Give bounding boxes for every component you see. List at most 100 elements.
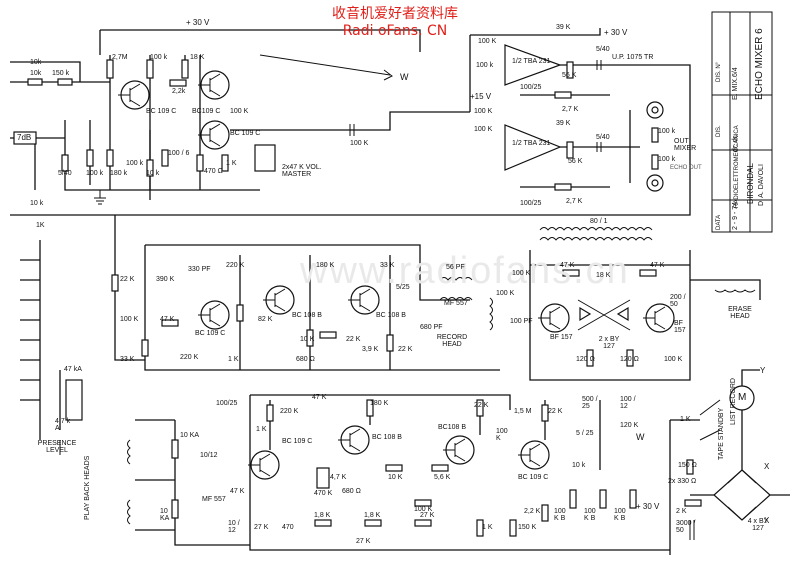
component-label: 1,5 M — [514, 408, 532, 415]
component-label: 100 K — [230, 108, 249, 115]
w-bottom-label: W — [636, 432, 645, 442]
ic1-label: 1/2 TBA 231 — [512, 58, 551, 65]
op-amp-section — [10, 28, 691, 216]
component-label: 100 k — [86, 170, 104, 177]
component-label: 82 K — [258, 316, 273, 323]
transistor-label: BC 109 C — [195, 330, 226, 337]
component-label: 10/12 — [200, 452, 218, 459]
component-label: 120 Ω — [620, 356, 639, 363]
transistor-label: BF 157 — [674, 320, 686, 334]
diode-label: 4 x BY 127 — [747, 518, 769, 532]
component-label: 100 k — [476, 62, 494, 69]
component-label: 390 K — [156, 276, 175, 283]
watermark: 收音机爱好者资料库 Radi oFans. CN — [332, 6, 458, 40]
component-label: 47 K — [160, 316, 175, 323]
watermark-latin: Radi oFans. CN — [342, 23, 448, 39]
component-label: 22 K — [120, 276, 135, 283]
component-label: 100 K B — [614, 508, 626, 522]
vol-master-label: 2x47 K VOL. MASTER — [282, 164, 322, 178]
component-label: 2 K — [676, 508, 687, 515]
component-label: 100 K — [496, 290, 515, 297]
tape-standby-label: TAPE STANDBY — [718, 407, 725, 460]
component-label: 220 K — [180, 354, 199, 361]
component-label: 470 — [282, 524, 294, 531]
dis-label: DIS. — [716, 125, 722, 137]
component-label: 100 K — [350, 140, 369, 147]
component-label: 22 K — [346, 336, 361, 343]
component-label: 2,7 K — [562, 106, 579, 113]
component-label: 4,7 K — [330, 474, 347, 481]
component-label: 150 K — [518, 524, 537, 531]
designer-text: Di A. DAVOLI — [758, 164, 765, 206]
component-label: 3000 / 50 — [676, 520, 696, 534]
component-label: 18 K — [190, 54, 205, 61]
component-label: 680 Ω — [296, 356, 315, 363]
supply-bottom: + 30 V — [636, 502, 660, 511]
component-label: 1 K — [228, 356, 239, 363]
component-label: 56 K — [562, 72, 577, 79]
ghost-watermark: www.radiofans.cn — [300, 250, 630, 292]
supply-top-left: + 30 V — [186, 18, 210, 27]
component-label: 470 K — [314, 490, 333, 497]
component-label: 47 K — [312, 394, 327, 401]
component-label: 1,8 K — [314, 512, 331, 519]
x2-label: X — [764, 516, 770, 525]
component-label: 1,8 K — [364, 512, 381, 519]
component-label: 47 K — [560, 262, 575, 269]
ic2-label: 1/2 TBA 231 — [512, 140, 551, 147]
component-label: 1K — [36, 222, 45, 229]
presence-level-control — [20, 240, 83, 455]
title-text: ECHO MIXER 6 — [754, 28, 765, 100]
component-label: 5 / 25 — [576, 430, 594, 437]
playback-amplifier — [127, 394, 670, 551]
component-label: 180 K — [316, 262, 335, 269]
record-head-label: RECORD HEAD — [436, 334, 468, 348]
record-amplifier — [111, 215, 500, 371]
component-label: 5/40 — [596, 46, 610, 53]
component-label: 100 K — [664, 356, 683, 363]
component-label: 150 Ω — [678, 462, 697, 469]
component-label: 180 K — [370, 400, 389, 407]
component-label: 100 k — [150, 54, 168, 61]
transistor-label: BC108 B — [438, 424, 467, 431]
component-label: 56 K — [568, 158, 583, 165]
component-label: 120 K — [620, 422, 639, 429]
component-label: 56 PF — [446, 264, 465, 271]
up-ic-label: U.P. 1075 TR — [612, 54, 654, 61]
echo-out-label: ECHO OUT — [670, 165, 702, 171]
component-label: 180 k — [110, 170, 128, 177]
component-label: 100 / 12 — [620, 396, 636, 410]
erase-head-label: ERASE HEAD — [728, 306, 752, 320]
component-label: 10 K — [388, 474, 403, 481]
component-label: 2x 330 Ω — [668, 478, 697, 485]
component-label: 39 K — [556, 24, 571, 31]
watermark-chinese: 收音机爱好者资料库 — [332, 6, 458, 22]
diode-label: 2 x BY 127 — [598, 336, 620, 350]
presence-pot-label: 47 kA — [64, 366, 82, 373]
component-label: 80 / 1 — [590, 218, 608, 225]
play-back-heads-label: PLAY BACK HEADS — [84, 455, 91, 520]
component-label: 100 K — [414, 506, 433, 513]
component-label: 100/25 — [520, 200, 542, 207]
component-label: 100 k — [658, 156, 676, 163]
component-label: 1 K — [482, 524, 493, 531]
y-label: Y — [760, 366, 766, 375]
title-block — [711, 11, 773, 233]
transistor-label: BC 109 C — [282, 438, 313, 445]
component-label: 5/40 — [58, 170, 72, 177]
component-label: 500 / 25 — [582, 396, 598, 410]
component-label: 10 / 12 — [228, 520, 240, 534]
dis-no-label: DIS. N° — [716, 61, 722, 82]
component-label: 18 K — [596, 272, 611, 279]
component-label: 10k — [30, 59, 42, 66]
list-record-label: LIST RECORD — [730, 378, 737, 425]
component-label: 10k — [30, 70, 42, 77]
component-label: 10 KA — [160, 508, 170, 522]
transistor-label: BC 108 B — [372, 434, 402, 441]
motor-label: M — [738, 392, 747, 403]
title-block-text: ECHO MIXER 6 DIS. N° E. MIX.6/4 DIS. dr.… — [712, 12, 772, 232]
component-label: 100/25 — [216, 400, 238, 407]
component-label: 10 k — [146, 170, 160, 177]
component-label: 330 PF — [188, 266, 211, 273]
